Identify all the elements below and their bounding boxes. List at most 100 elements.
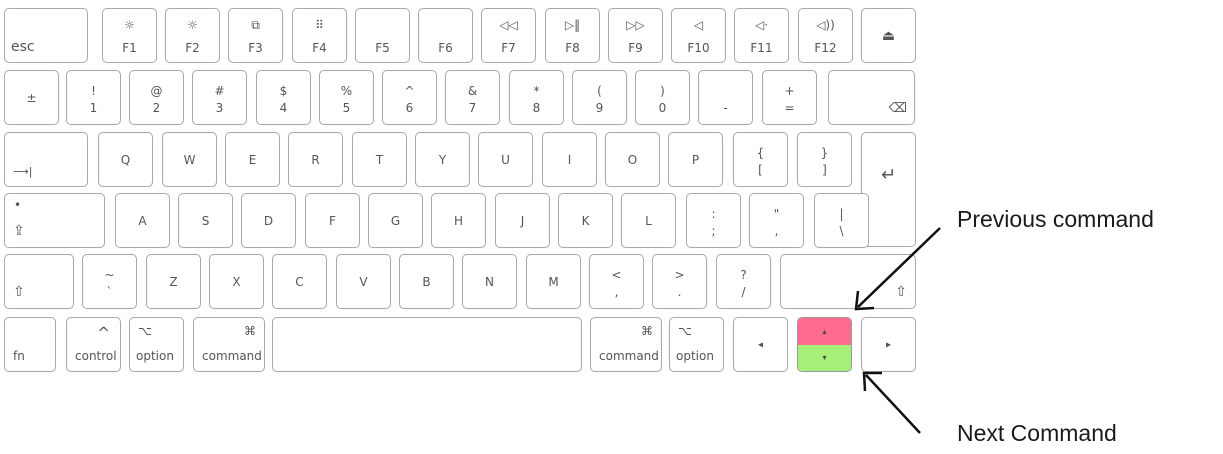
key-f2[interactable]: ☼F2	[165, 8, 220, 63]
4-shift-label: $	[279, 84, 288, 98]
5-label: 5	[342, 101, 351, 115]
key-4[interactable]: $4	[256, 70, 311, 125]
rbracket-shift-label: }	[820, 146, 829, 160]
key-quote[interactable]: ",	[749, 193, 804, 248]
k-label: K	[581, 213, 590, 228]
key-x[interactable]: X	[209, 254, 264, 309]
key-semicolon[interactable]: :;	[686, 193, 741, 248]
key-f12[interactable]: ◁))F12	[798, 8, 853, 63]
key-delete[interactable]: ⌫	[828, 70, 915, 125]
key-arrow-right[interactable]: ▸	[861, 317, 916, 372]
key-plusminus[interactable]: ±	[4, 70, 59, 125]
key-y[interactable]: Y	[415, 132, 470, 187]
key-r[interactable]: R	[288, 132, 343, 187]
key-9[interactable]: (9	[572, 70, 627, 125]
key-h[interactable]: H	[431, 193, 486, 248]
key-o[interactable]: O	[605, 132, 660, 187]
next-arrow-head	[862, 371, 882, 392]
key-space[interactable]	[272, 317, 582, 372]
key-z[interactable]: Z	[146, 254, 201, 309]
key-f11[interactable]: ◁·F11	[734, 8, 789, 63]
8-shift-label: *	[533, 84, 540, 98]
key-t[interactable]: T	[352, 132, 407, 187]
key-tab[interactable]: ⟶|	[4, 132, 88, 187]
f12-label: F12	[814, 41, 837, 55]
key-return[interactable]: ↵	[861, 132, 916, 247]
key-2[interactable]: @2	[129, 70, 184, 125]
key-command-left[interactable]: command⌘	[193, 317, 265, 372]
key-q[interactable]: Q	[98, 132, 153, 187]
key-rbracket[interactable]: }]	[797, 132, 852, 187]
key-1[interactable]: !1	[66, 70, 121, 125]
key-capslock[interactable]: •⇪	[4, 193, 105, 248]
key-f4[interactable]: ⠿F4	[292, 8, 347, 63]
key-g[interactable]: G	[368, 193, 423, 248]
key-arrow-down[interactable]: ▾	[798, 344, 851, 371]
key-w[interactable]: W	[162, 132, 217, 187]
key-f3[interactable]: ⧉F3	[228, 8, 283, 63]
key-option-right[interactable]: option⌥	[669, 317, 724, 372]
y-label: Y	[438, 152, 447, 167]
key-f6[interactable]: F6	[418, 8, 473, 63]
quote-shift-label: "	[773, 207, 780, 221]
key-slash[interactable]: ?/	[716, 254, 771, 309]
key-l[interactable]: L	[621, 193, 676, 248]
key-control[interactable]: control^	[66, 317, 121, 372]
key-command-right[interactable]: command⌘	[590, 317, 662, 372]
backtick-shift-label: ~	[104, 268, 115, 282]
key-0[interactable]: )0	[635, 70, 690, 125]
quote-label: ,	[774, 224, 779, 238]
plusminus-label: ±	[26, 90, 37, 105]
c-label: C	[295, 274, 304, 289]
key-n[interactable]: N	[462, 254, 517, 309]
key-backtick[interactable]: ~`	[82, 254, 137, 309]
key-f9[interactable]: ▷▷F9	[608, 8, 663, 63]
key-e[interactable]: E	[225, 132, 280, 187]
key-arrow-up[interactable]: ▴	[798, 318, 851, 345]
key-comma[interactable]: <,	[589, 254, 644, 309]
key-arrow-left[interactable]: ◂	[733, 317, 788, 372]
4-label: 4	[279, 101, 288, 115]
key-s[interactable]: S	[178, 193, 233, 248]
key-6[interactable]: ^6	[382, 70, 437, 125]
key-eject[interactable]: ⏏	[861, 8, 916, 63]
arrow-left-icon: ◂	[757, 339, 764, 350]
2-label: 2	[152, 101, 161, 115]
key-j[interactable]: J	[495, 193, 550, 248]
key-k[interactable]: K	[558, 193, 613, 248]
key-f5[interactable]: F5	[355, 8, 410, 63]
key-8[interactable]: *8	[509, 70, 564, 125]
key-i[interactable]: I	[542, 132, 597, 187]
key-f8[interactable]: ▷‖F8	[545, 8, 600, 63]
key-u[interactable]: U	[478, 132, 533, 187]
key-5[interactable]: %5	[319, 70, 374, 125]
key-b[interactable]: B	[399, 254, 454, 309]
key-f[interactable]: F	[305, 193, 360, 248]
key-backslash[interactable]: |\	[814, 193, 869, 248]
key-p[interactable]: P	[668, 132, 723, 187]
h-label: H	[453, 213, 464, 228]
backslash-label: \	[839, 224, 844, 238]
key-lbracket[interactable]: {[	[733, 132, 788, 187]
key-fn[interactable]: fn	[4, 317, 56, 372]
key-d[interactable]: D	[241, 193, 296, 248]
key-f7[interactable]: ◁◁F7	[481, 8, 536, 63]
key-a[interactable]: A	[115, 193, 170, 248]
command-left-label: command	[202, 349, 262, 363]
key-m[interactable]: M	[526, 254, 581, 309]
key-f1[interactable]: ☼F1	[102, 8, 157, 63]
key-rshift[interactable]: ⇧	[780, 254, 916, 309]
key-equals[interactable]: +=	[762, 70, 817, 125]
key-period[interactable]: >.	[652, 254, 707, 309]
key-3[interactable]: #3	[192, 70, 247, 125]
key-f10[interactable]: ◁F10	[671, 8, 726, 63]
t-label: T	[375, 152, 384, 167]
command-right-symbol: ⌘	[641, 324, 653, 338]
key-esc[interactable]: esc	[4, 8, 88, 63]
key-minus[interactable]: -	[698, 70, 753, 125]
key-lshift[interactable]: ⇧	[4, 254, 74, 309]
key-option-left[interactable]: option⌥	[129, 317, 184, 372]
key-7[interactable]: &7	[445, 70, 500, 125]
key-c[interactable]: C	[272, 254, 327, 309]
key-v[interactable]: V	[336, 254, 391, 309]
